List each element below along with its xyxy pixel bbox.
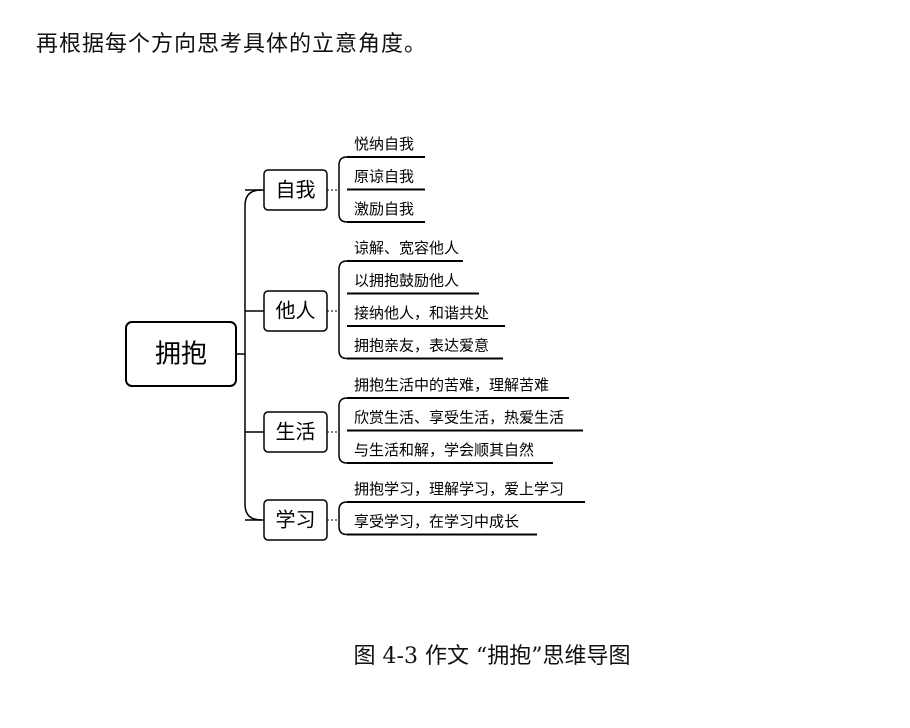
connector-lines [236, 156, 585, 536]
branch-label: 他人 [276, 299, 316, 323]
leaf-bracket [338, 397, 348, 464]
branch-label: 生活 [276, 420, 316, 444]
branch-label: 自我 [276, 178, 316, 202]
branch-node [263, 290, 328, 332]
leaf-label: 欣赏生活、享受生活，热爱生活 [354, 409, 564, 427]
leaf-label: 接纳他人，和谐共处 [354, 304, 489, 322]
branch-node [263, 499, 328, 541]
root-node [125, 321, 237, 387]
leaf-label: 以拥抱鼓励他人 [354, 272, 459, 290]
leaf-label: 悦纳自我 [354, 135, 414, 153]
leaf-label: 与生活和解，学会顺其自然 [354, 441, 534, 459]
branch-node [263, 169, 328, 211]
branch-node [263, 411, 328, 453]
branch-label: 学习 [276, 508, 316, 532]
leaf-bracket [338, 156, 348, 223]
leaf-label: 激励自我 [354, 200, 414, 218]
leaf-label: 拥抱生活中的苦难，理解苦难 [354, 376, 549, 394]
spine-connector [244, 189, 262, 521]
leaf-label: 拥抱亲友，表达爱意 [354, 337, 489, 355]
intro-text: 再根据每个方向思考具体的立意角度。 [36, 32, 428, 57]
leaf-label: 拥抱学习，理解学习，爱上学习 [354, 480, 564, 498]
leaf-bracket [338, 501, 348, 536]
leaf-label: 谅解、宽容他人 [354, 239, 459, 257]
leaf-bracket [338, 260, 348, 360]
figure-caption: 图 4-3 作文 “拥抱”思维导图 [353, 644, 631, 669]
root-label: 拥抱 [155, 340, 207, 370]
leaf-label: 原谅自我 [354, 168, 414, 186]
leaf-label: 享受学习，在学习中成长 [354, 513, 519, 531]
